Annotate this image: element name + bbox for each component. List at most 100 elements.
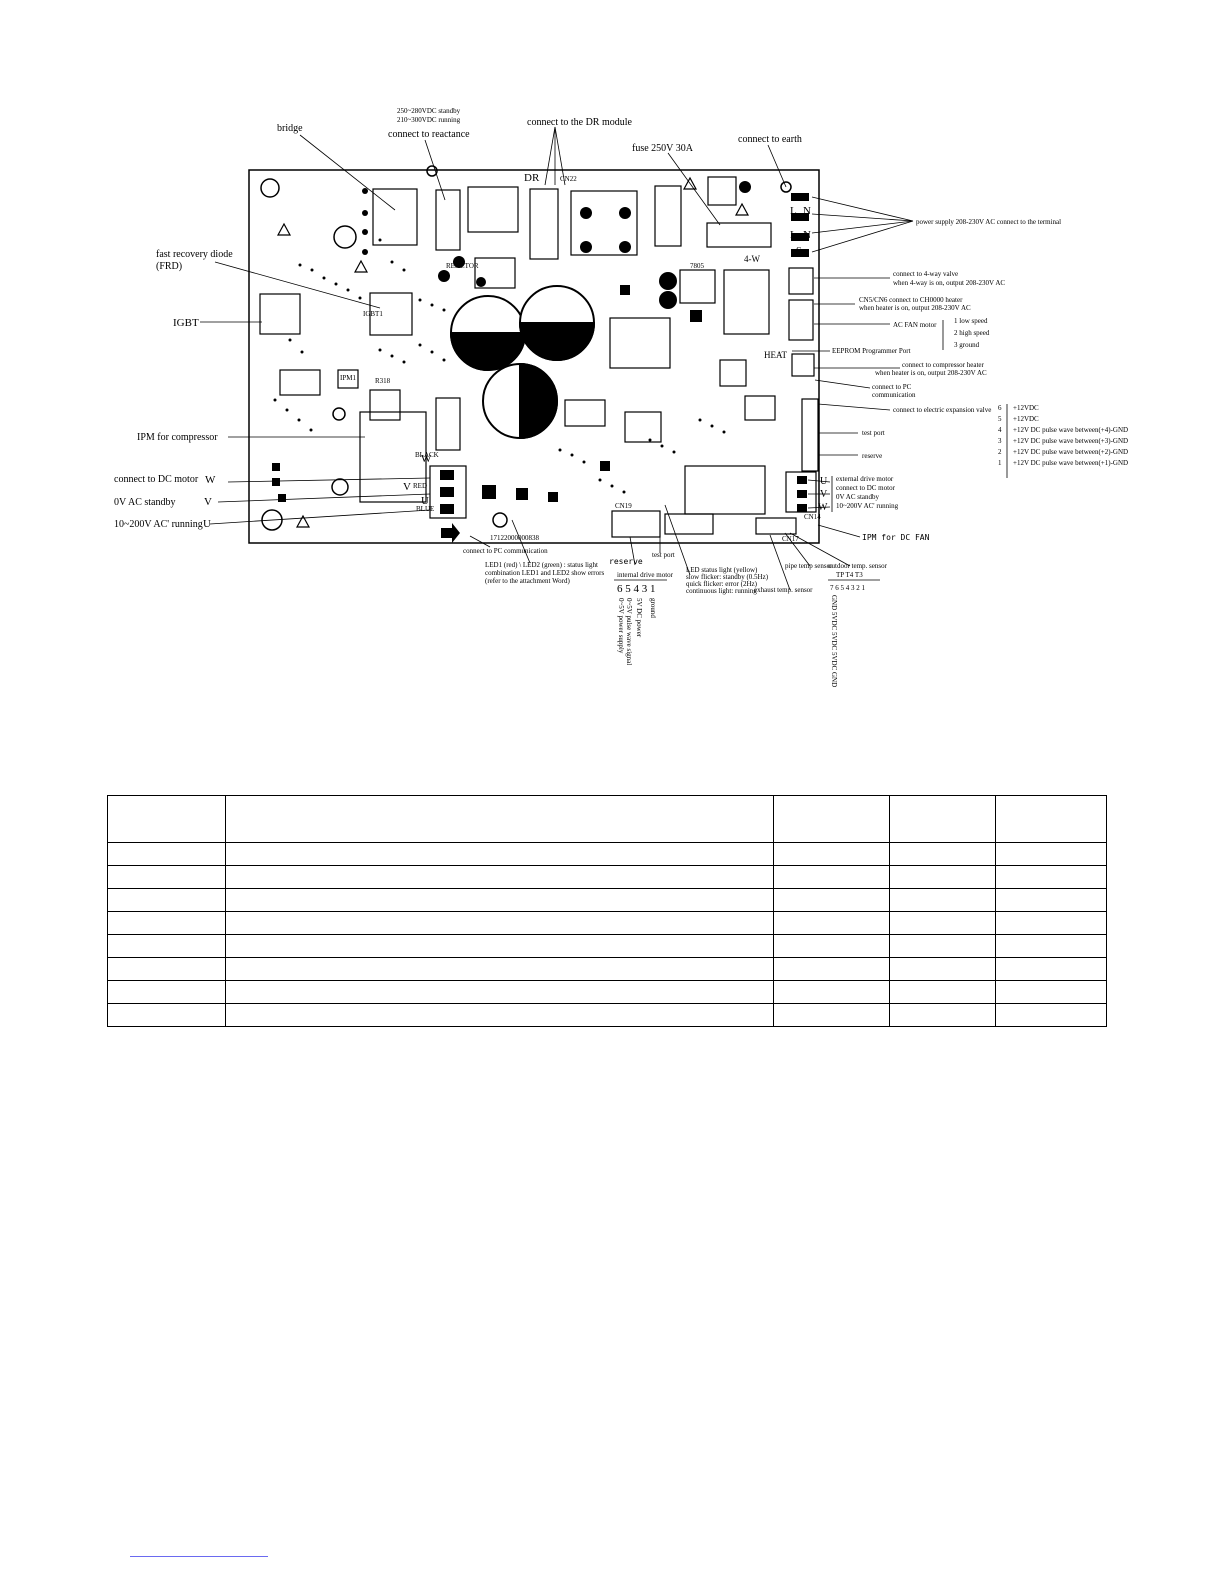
label-sensor-pins: 7 6 5 4 3 2 1	[830, 584, 866, 592]
table-row	[107, 980, 1107, 1004]
label-phase-w-board: W	[421, 453, 432, 465]
table-row	[107, 934, 1107, 958]
pin-description: +12V DC pulse wave between(+4)-GND	[1013, 426, 1128, 434]
label-fuse: fuse 250V 30A	[632, 143, 694, 154]
table-cell	[773, 934, 890, 958]
mark-cn22: CN22	[560, 175, 577, 183]
table-cell	[107, 1003, 226, 1027]
label-led-1: LED1 (red) \ LED2 (green) : status light	[485, 561, 598, 569]
table-cell	[889, 957, 996, 981]
warning-triangle-icon	[276, 176, 750, 528]
label-power-supply: power supply 208-230V AC connect to the …	[916, 218, 1061, 226]
mark-dr: DR	[524, 172, 540, 184]
table-cell	[773, 980, 890, 1004]
label-phase-w-left: W	[205, 474, 216, 486]
table-cell	[889, 865, 996, 889]
label-led-2: combination LED1 and LED2 show errors	[485, 569, 604, 577]
label-reserve-right: reserve	[862, 452, 882, 460]
mounting-holes	[260, 165, 792, 531]
pin-number: 1	[998, 459, 1002, 467]
footer-link-underline[interactable]	[130, 1556, 268, 1557]
label-phase-u-right: U	[820, 476, 828, 487]
pin-number: 2	[998, 448, 1002, 456]
table-cell	[773, 842, 890, 866]
label-eeprom: EEPROM Programmer Port	[832, 347, 911, 355]
mark-cn19: CN19	[615, 502, 632, 510]
mark-model: 17122000000838	[490, 534, 540, 542]
table-cell	[889, 1003, 996, 1027]
table-cell	[995, 795, 1107, 843]
label-test-port-right: test port	[862, 429, 885, 437]
label-dc-motor: connect to DC motor	[114, 474, 199, 485]
table-row	[107, 842, 1107, 866]
table-cell	[225, 980, 774, 1004]
mark-4way: 4-W	[744, 254, 760, 264]
mark-reactor: REACTOR	[446, 262, 479, 270]
table-cell	[773, 888, 890, 912]
table-cell	[107, 842, 226, 866]
pcb-components	[259, 176, 819, 538]
pin-number: 4	[998, 426, 1002, 434]
table-cell	[225, 888, 774, 912]
pin-description: +12VDC	[1013, 404, 1039, 412]
label-fan-low: 1 low speed	[954, 317, 988, 325]
table-cell	[995, 957, 1107, 981]
label-vertical-d: ground	[649, 598, 657, 618]
label-phase-w-right: W	[818, 502, 828, 513]
label-exhaust-temp: exhaust temp. sensor	[754, 586, 813, 594]
control-board-wiring-diagram: DR CN22 REACTOR R318 BLACK RED BLUE 7805…	[114, 107, 1128, 687]
table-row	[107, 1003, 1107, 1027]
label-phase-v-left: V	[204, 496, 212, 508]
mark-s: S	[796, 246, 802, 257]
blank-table	[107, 795, 1107, 1027]
table-row	[107, 957, 1107, 981]
capacitors-large	[449, 285, 596, 440]
pin-description: +12V DC pulse wave between(+1)-GND	[1013, 459, 1128, 467]
label-ext-motor-2: connect to DC motor	[836, 484, 896, 492]
label-vertical-a: 0~5V power supply	[617, 598, 625, 654]
label-led-status-4: continuous light: running	[686, 587, 757, 595]
table-cell	[995, 888, 1107, 912]
table-cell	[995, 980, 1107, 1004]
label-reactance: connect to reactance	[388, 129, 470, 140]
label-vertical-b: 0~5V pulse wave signal	[625, 598, 633, 665]
table-cell	[107, 911, 226, 935]
table-cell	[107, 934, 226, 958]
label-internal-drive-motor: internal drive motor	[617, 571, 674, 579]
label-phase-u-board: U	[421, 495, 429, 507]
table-row	[107, 911, 1107, 935]
motor-terminal-blocks	[272, 463, 807, 514]
table-cell	[107, 957, 226, 981]
label-fourway-1: connect to 4-way valve	[893, 270, 958, 278]
label-ext-motor-3: 0V AC standby	[836, 493, 880, 501]
table-cell	[225, 911, 774, 935]
label-ac-fan: AC FAN motor	[893, 321, 937, 329]
label-phase-v-board: V	[403, 481, 411, 493]
table-cell	[889, 911, 996, 935]
label-led-3: (refer to the attachment Word)	[485, 577, 570, 585]
label-ipm-dc-fan: IPM for DC FAN	[862, 533, 930, 542]
mark-7805: 7805	[690, 262, 705, 270]
table-cell	[773, 911, 890, 935]
mark-l-1: L	[790, 205, 797, 217]
power-terminals	[791, 193, 809, 257]
table-cell	[225, 1003, 774, 1027]
label-frd-2: (FRD)	[156, 261, 182, 272]
table-cell	[773, 1003, 890, 1027]
table-cell	[107, 795, 226, 843]
label-reserve-bottom: reserve	[609, 557, 643, 566]
label-led-status-3: quick flicker: error (2Hz)	[686, 580, 758, 588]
label-pc-comm-bottom: connect to PC communication	[463, 547, 548, 555]
callout-labels: 250~280VDC standby 210~300VDC running br…	[114, 107, 1061, 687]
table-cell	[889, 888, 996, 912]
mark-black: BLACK	[415, 451, 439, 459]
label-fourway-2: when 4-way is on, output 208-230V AC	[893, 279, 1005, 287]
pin-number: 3	[998, 437, 1002, 445]
pin-description: +12V DC pulse wave between(+3)-GND	[1013, 437, 1128, 445]
mark-cn17: CN17	[782, 535, 799, 543]
label-fan-ground: 3 ground	[954, 341, 980, 349]
label-comp-heater-2: when heater is on, output 208-230V AC	[875, 369, 987, 377]
label-ext-motor-1: external drive motor	[836, 475, 894, 483]
label-voltage-running: 210~300VDC running	[397, 116, 461, 124]
